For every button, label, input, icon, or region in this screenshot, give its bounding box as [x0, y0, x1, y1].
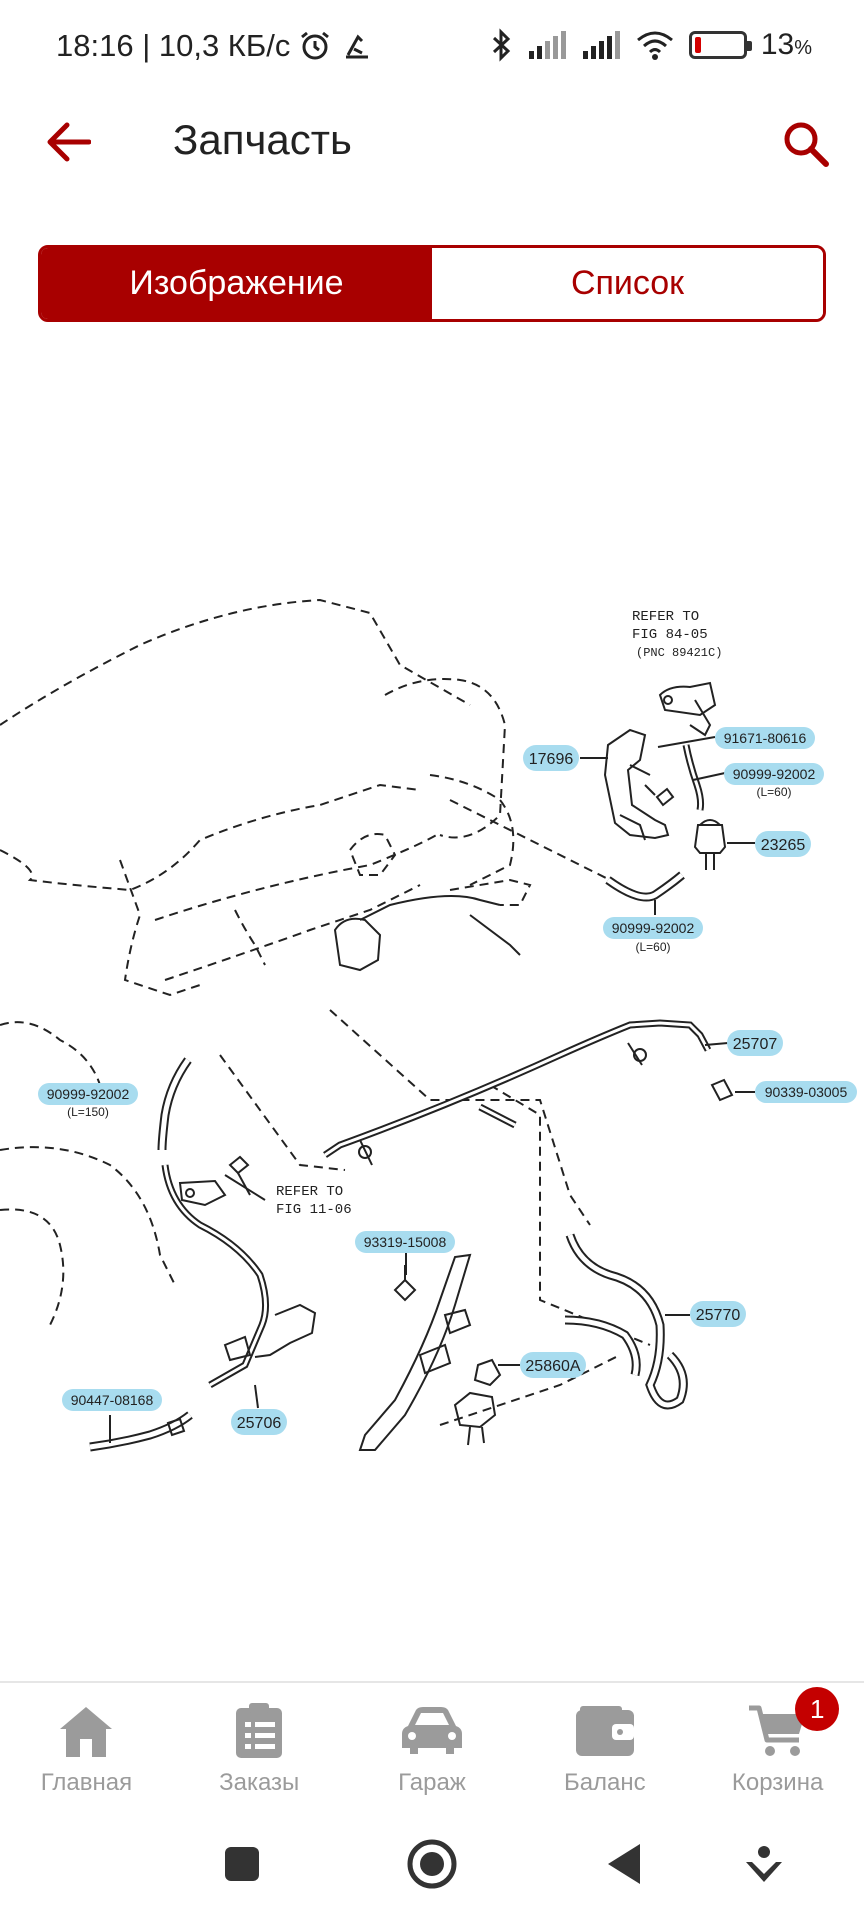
nav-balance-label: Баланс — [563, 1769, 646, 1796]
battery-percent-suffix: % — [794, 37, 812, 59]
callout-25860A[interactable]: 25860A — [520, 1352, 586, 1378]
refer-top-line-3: (PNC 89421C) — [636, 646, 722, 660]
battery-percent: 13% — [761, 28, 812, 62]
signal-icon-1 — [528, 31, 566, 59]
search-button[interactable] — [776, 114, 836, 174]
parts-diagram-svg: REFER TO FIG 84-05 (PNC 89421C) REFER TO… — [0, 598, 857, 1452]
callout-25770[interactable]: 25770 — [690, 1301, 746, 1327]
refer-bottom-line-1: REFER TO — [276, 1184, 343, 1200]
search-icon — [784, 122, 829, 167]
assistant-button[interactable] — [736, 1836, 792, 1892]
car-icon — [401, 1707, 462, 1754]
callout-label: 25860A — [525, 1358, 580, 1375]
callout-label: 17696 — [529, 751, 574, 768]
app-bar: Запчасть — [0, 96, 864, 188]
callout-label: 25706 — [237, 1415, 282, 1432]
nav-orders[interactable]: Заказы — [173, 1683, 346, 1806]
orders-icon — [236, 1703, 283, 1758]
home-button[interactable] — [404, 1836, 460, 1892]
callout-note: (L=60) — [756, 785, 791, 799]
callout-90999-92002-left[interactable]: 90999-92002 (L=150) — [38, 1083, 138, 1119]
signal-icon-2 — [582, 31, 620, 59]
view-tabs: Изображение Список — [38, 245, 826, 322]
callout-90999-92002-mid[interactable]: 90999-92002 (L=60) — [603, 917, 703, 954]
battery-icon — [688, 31, 752, 59]
nav-home-label: Главная — [40, 1769, 133, 1796]
cart-icon — [748, 1705, 805, 1756]
callout-label: 91671-80616 — [724, 730, 807, 746]
cart-badge: 1 — [795, 1687, 840, 1731]
nav-cart[interactable]: Корзина 1 — [691, 1683, 864, 1806]
assistant-icon — [746, 1846, 782, 1882]
callout-17696[interactable]: 17696 — [523, 745, 579, 771]
nav-orders-label: Заказы — [219, 1769, 300, 1796]
callout-label: 90339-03005 — [765, 1084, 848, 1100]
callout-25706[interactable]: 25706 — [231, 1409, 287, 1435]
callout-label: 25770 — [696, 1307, 741, 1324]
parts-diagram[interactable]: REFER TO FIG 84-05 (PNC 89421C) REFER TO… — [0, 585, 864, 1465]
back-nav-button[interactable] — [596, 1836, 652, 1892]
callout-label: 90999-92002 — [612, 920, 695, 936]
recents-button[interactable] — [214, 1836, 270, 1892]
nav-garage-label: Гараж — [398, 1769, 466, 1796]
refer-top-line-2: FIG 84-05 — [632, 627, 708, 643]
nav-cart-label: Корзина — [731, 1769, 824, 1796]
callout-90999-92002-top[interactable]: 90999-92002 (L=60) — [724, 763, 824, 799]
running-icon — [346, 34, 369, 59]
circle-icon — [407, 1839, 457, 1889]
triangle-back-icon — [608, 1844, 640, 1884]
battery-fill — [694, 37, 701, 53]
bottom-nav: Главная Заказы Гараж — [0, 1681, 864, 1806]
nav-home[interactable]: Главная — [0, 1683, 173, 1806]
callout-label: 90999-92002 — [47, 1086, 130, 1102]
callout-label: 25707 — [733, 1036, 778, 1053]
status-time-speed: 18:16 | 10,3 КБ/с — [56, 28, 291, 63]
page-title: Запчасть — [173, 116, 352, 163]
callout-90339-03005[interactable]: 90339-03005 — [755, 1081, 857, 1103]
nav-garage[interactable]: Гараж — [346, 1683, 519, 1806]
callout-label: 23265 — [761, 837, 806, 854]
refer-top-line-1: REFER TO — [632, 609, 699, 625]
refer-bottom-line-2: FIG 11-06 — [276, 1202, 352, 1218]
status-right: 13% — [489, 28, 812, 62]
system-nav-bar — [0, 1806, 864, 1920]
callout-93319-15008[interactable]: 93319-15008 — [355, 1231, 455, 1253]
back-button[interactable] — [40, 114, 96, 170]
callout-91671-80616[interactable]: 91671-80616 — [715, 727, 815, 749]
callout-25707[interactable]: 25707 — [727, 1030, 783, 1056]
callout-label: 90999-92002 — [733, 766, 816, 782]
callout-23265[interactable]: 23265 — [755, 831, 811, 857]
nav-balance[interactable]: Баланс — [518, 1683, 691, 1806]
tab-image[interactable]: Изображение — [41, 248, 432, 319]
callout-label: 90447-08168 — [71, 1392, 154, 1408]
alarm-icon — [301, 31, 330, 60]
status-bar: 18:16 | 10,3 КБ/с 13% — [0, 0, 864, 96]
tab-list[interactable]: Список — [432, 248, 823, 319]
status-left: 18:16 | 10,3 КБ/с — [56, 28, 374, 64]
wifi-icon — [636, 31, 673, 60]
home-icon — [60, 1707, 113, 1757]
callout-note: (L=60) — [635, 940, 670, 954]
callout-90447-08168[interactable]: 90447-08168 — [62, 1389, 162, 1411]
wallet-icon — [575, 1706, 634, 1756]
bluetooth-icon — [492, 28, 510, 62]
arrow-left-icon — [47, 122, 91, 162]
square-icon — [225, 1847, 259, 1881]
callout-label: 93319-15008 — [364, 1234, 447, 1250]
battery-percent-value: 13 — [760, 28, 795, 61]
callout-note: (L=150) — [67, 1105, 109, 1119]
